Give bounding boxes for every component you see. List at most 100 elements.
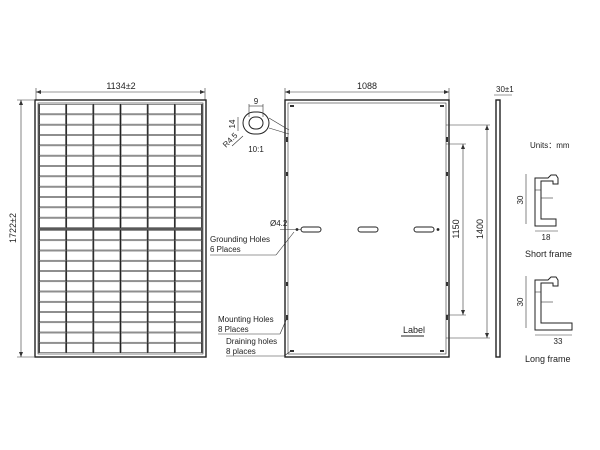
solar-cell xyxy=(147,166,175,177)
solar-cell xyxy=(175,260,202,271)
solar-cell xyxy=(175,104,202,115)
grounding-slot-left xyxy=(300,226,322,233)
solar-cell xyxy=(120,124,148,135)
solar-cell xyxy=(175,281,202,292)
solar-cell xyxy=(66,281,94,292)
solar-cell xyxy=(39,271,66,282)
solar-cell xyxy=(147,271,175,282)
solar-cell xyxy=(175,217,202,228)
solar-cell xyxy=(66,197,94,208)
solar-cell xyxy=(39,207,66,218)
short-frame-section xyxy=(534,174,559,227)
solar-cell xyxy=(120,114,148,125)
solar-cell xyxy=(120,301,148,312)
front-height-dimension: 1722±2 xyxy=(8,99,34,358)
solar-cell xyxy=(147,114,175,125)
solar-cell xyxy=(175,332,202,343)
mounting-hole xyxy=(286,282,288,286)
solar-cell xyxy=(147,301,175,312)
solar-cell xyxy=(120,250,148,261)
solar-cell xyxy=(39,135,66,146)
solar-cell xyxy=(39,166,66,177)
solar-cell xyxy=(120,291,148,302)
solar-cell xyxy=(93,301,121,312)
solar-cell xyxy=(93,250,121,261)
solar-cell xyxy=(147,342,175,353)
solar-cell xyxy=(175,230,202,241)
solar-cell xyxy=(93,155,121,166)
solar-cell xyxy=(39,322,66,333)
detail-dim-9: 9 xyxy=(254,97,259,106)
solar-cell xyxy=(93,135,121,146)
solar-cell xyxy=(66,240,94,251)
solar-cell xyxy=(39,197,66,208)
solar-cell xyxy=(120,145,148,156)
solar-cell xyxy=(66,176,94,187)
mounting-holes-line1: Mounting Holes xyxy=(218,315,274,324)
solar-cell xyxy=(175,124,202,135)
solar-cell xyxy=(120,135,148,146)
mounting-hole xyxy=(286,137,288,142)
solar-cell xyxy=(147,207,175,218)
solar-cell xyxy=(93,332,121,343)
rear-panel-frame xyxy=(284,99,450,358)
solar-cell xyxy=(175,250,202,261)
solar-cell xyxy=(66,301,94,312)
solar-cell xyxy=(175,342,202,353)
long-frame-profile: 30 33 Long frame xyxy=(516,276,573,364)
grounding-slot-center xyxy=(357,226,379,233)
solar-cell xyxy=(66,322,94,333)
mounting-hole xyxy=(446,172,448,176)
mounting-holes-line2: 8 Places xyxy=(218,325,249,334)
solar-cell xyxy=(93,166,121,177)
short-frame-height: 30 xyxy=(516,195,525,204)
mounting-holes xyxy=(286,137,448,320)
solar-cell xyxy=(175,301,202,312)
short-frame-width: 18 xyxy=(542,233,551,242)
solar-cell xyxy=(66,271,94,282)
solar-cell xyxy=(175,207,202,218)
solar-cell xyxy=(39,250,66,261)
solar-cell xyxy=(120,322,148,333)
front-width-label: 1134±2 xyxy=(106,81,135,91)
solar-cell xyxy=(120,197,148,208)
solar-cell xyxy=(120,207,148,218)
solar-cell xyxy=(93,260,121,271)
side-view: 30±1 xyxy=(494,85,514,358)
solar-cell xyxy=(66,230,94,241)
solar-cell xyxy=(120,342,148,353)
mounting-hole xyxy=(446,282,448,286)
solar-cell xyxy=(120,332,148,343)
solar-cell xyxy=(120,217,148,228)
solar-cell xyxy=(175,155,202,166)
solar-cell xyxy=(147,135,175,146)
solar-cell xyxy=(147,186,175,197)
solar-cell xyxy=(120,271,148,282)
draining-hole xyxy=(290,350,294,352)
solar-cell xyxy=(120,230,148,241)
solar-cell xyxy=(93,124,121,135)
solar-cell xyxy=(66,332,94,343)
solar-cell xyxy=(39,312,66,323)
draining-hole xyxy=(440,105,444,107)
solar-cell xyxy=(39,332,66,343)
solar-cell xyxy=(175,240,202,251)
solar-cell xyxy=(147,332,175,343)
solar-cell xyxy=(93,197,121,208)
hole-diameter-label: Ø4.2 xyxy=(270,219,288,228)
solar-cell xyxy=(39,186,66,197)
solar-cell xyxy=(147,197,175,208)
solar-cell xyxy=(147,281,175,292)
solar-cell xyxy=(93,291,121,302)
solar-cell xyxy=(66,145,94,156)
short-frame-caption: Short frame xyxy=(525,249,572,259)
solar-cell xyxy=(93,114,121,125)
solar-cell xyxy=(39,342,66,353)
solar-cell xyxy=(39,176,66,187)
solar-cell xyxy=(147,145,175,156)
solar-cell xyxy=(39,114,66,125)
side-frame-profile xyxy=(495,99,501,358)
solar-cell xyxy=(66,312,94,323)
solar-cell xyxy=(39,291,66,302)
solar-cell xyxy=(120,104,148,115)
